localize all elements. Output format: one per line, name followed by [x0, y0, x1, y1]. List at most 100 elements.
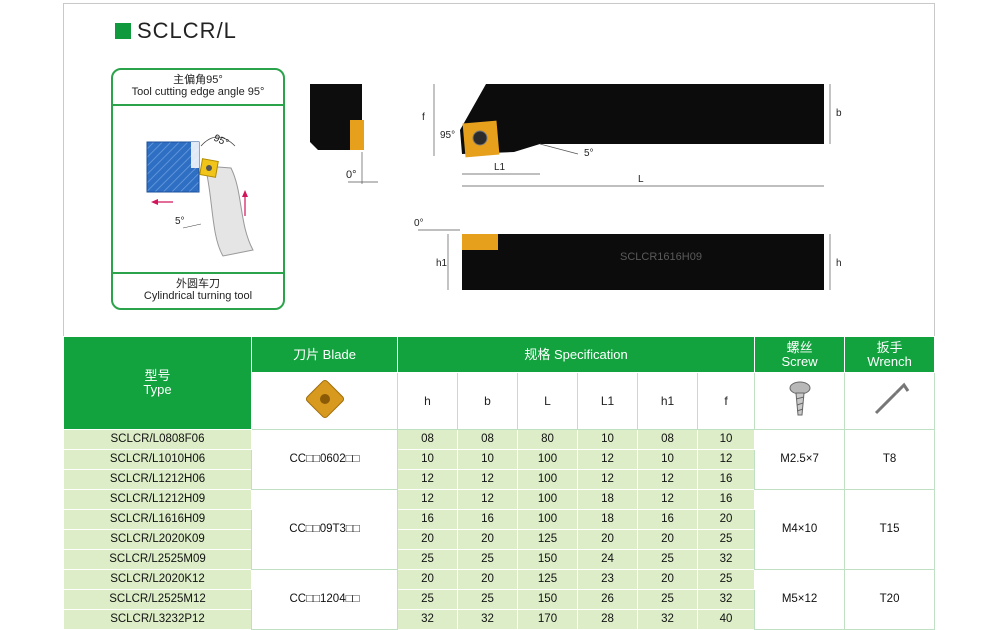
value-L: 125: [517, 529, 578, 550]
value-b: 32: [457, 609, 518, 630]
turning-diagram: 95° 5°: [146, 133, 254, 257]
screw-image-cell: [754, 372, 846, 430]
type-header-cn: 型号: [144, 368, 171, 383]
wrench-header-cn: 扳手: [876, 339, 903, 355]
value-h1: 10: [637, 449, 698, 470]
clearance-angle: 5°: [584, 148, 594, 159]
cutting-angle-inset: 主偏角95° Tool cutting edge angle 95° 95° 5…: [111, 68, 285, 310]
side-view-shank: [462, 234, 824, 290]
value-h1: 08: [637, 429, 698, 450]
inset-top-caption: 主偏角95° Tool cutting edge angle 95°: [113, 74, 283, 98]
inset-bottom-cn: 外圆车刀: [176, 278, 220, 290]
table-subheader-row: h b L L1 h1 f: [64, 372, 936, 430]
value-L1: 28: [577, 609, 638, 630]
inset-side-angle: 5°: [175, 216, 185, 227]
inset-divider-top: [113, 104, 283, 106]
value-f: 32: [696, 589, 756, 610]
blade-image-cell: [251, 372, 398, 430]
product-title-text: SCLCR/L: [137, 18, 237, 43]
value-L1: 23: [577, 569, 638, 590]
col-b-header: b: [457, 372, 518, 430]
inset-top-en: Tool cutting edge angle 95°: [131, 86, 265, 98]
value-h1: 20: [637, 529, 698, 550]
value-h: 25: [397, 589, 458, 610]
type-cell: SCLCR/L2020K09: [63, 529, 252, 550]
type-header: 型号 Type: [63, 336, 252, 430]
col-h1-header: h1: [637, 372, 698, 430]
value-h: 20: [397, 529, 458, 550]
inset-bottom-en: Cylindrical turning tool: [143, 290, 253, 302]
end-view-shank: [310, 84, 362, 150]
value-b: 25: [457, 549, 518, 570]
side-view-insert: [462, 234, 498, 250]
value-L: 150: [517, 589, 578, 610]
value-h: 25: [397, 549, 458, 570]
value-L: 100: [517, 509, 578, 530]
end-view-insert: [350, 120, 364, 150]
type-cell: SCLCR/L2525M09: [63, 549, 252, 570]
value-L: 125: [517, 569, 578, 590]
inset-bottom-caption: 外圆车刀 Cylindrical turning tool: [113, 278, 283, 302]
head-angle-label: 95°: [440, 130, 455, 141]
value-L: 170: [517, 609, 578, 630]
value-b: 16: [457, 509, 518, 530]
dim-h-label: h: [836, 258, 842, 269]
blade-cell: CC□□1204□□: [251, 569, 398, 630]
value-L: 80: [517, 429, 578, 450]
dim-f-label: f: [422, 112, 425, 123]
wrench-cell: T15: [844, 489, 936, 570]
value-h1: 20: [637, 569, 698, 590]
value-h1: 16: [637, 509, 698, 530]
value-b: 20: [457, 529, 518, 550]
value-L1: 26: [577, 589, 638, 610]
side-view-angle: 0°: [414, 218, 424, 229]
top-view-shank: [460, 84, 824, 154]
value-f: 16: [696, 469, 756, 490]
value-f: 16: [696, 489, 756, 510]
value-h1: 12: [637, 469, 698, 490]
value-h: 10: [397, 449, 458, 470]
value-f: 10: [696, 429, 756, 450]
spec-header: 规格 Specification: [396, 336, 756, 373]
value-h1: 25: [637, 549, 698, 570]
value-h: 12: [397, 489, 458, 510]
value-f: 25: [696, 529, 756, 550]
top-view-screw-icon: [472, 130, 488, 146]
value-b: 10: [457, 449, 518, 470]
dim-h1-label: h1: [436, 258, 448, 269]
value-L: 150: [517, 549, 578, 570]
value-b: 20: [457, 569, 518, 590]
screw-header-en: Screw: [781, 353, 818, 369]
screw-header: 螺丝 Screw: [754, 336, 846, 373]
shank-marking: SCLCR1616H09: [620, 251, 702, 263]
type-cell: SCLCR/L1010H06: [63, 449, 252, 470]
value-L1: 12: [577, 469, 638, 490]
specification-table: 型号 Type 刀片 Blade 规格 Specification 螺丝 Scr…: [63, 336, 936, 630]
end-view-angle: 0°: [346, 169, 357, 181]
value-f: 12: [696, 449, 756, 470]
table-row: SCLCR/L1616H09 16 16 100 18 16 20: [63, 509, 935, 530]
value-h: 20: [397, 569, 458, 590]
col-h-header: h: [397, 372, 458, 430]
type-cell: SCLCR/L2020K12: [63, 569, 252, 590]
value-f: 25: [696, 569, 756, 590]
side-angle-line: [182, 223, 202, 229]
insert-screw-icon: [206, 165, 212, 171]
feed-arrow-head-left: [151, 199, 158, 205]
type-header-en: Type: [143, 382, 172, 397]
inset-angle-label: 95°: [212, 133, 230, 149]
value-L1: 10: [577, 429, 638, 450]
value-f: 40: [696, 609, 756, 630]
screw-cell: M5×12: [754, 569, 846, 630]
table-row: SCLCR/L2525M12 25 25 150 26 25 32: [63, 589, 935, 610]
tool-drawing: 0° f 95° b 5° L1 L SCLCR1616H09 0° h1 h: [310, 84, 842, 290]
value-h: 08: [397, 429, 458, 450]
angle-arc: [200, 136, 236, 147]
value-L1: 18: [577, 489, 638, 510]
value-L1: 12: [577, 449, 638, 470]
value-h: 16: [397, 509, 458, 530]
type-cell: SCLCR/L1616H09: [63, 509, 252, 530]
wrench-cell: T20: [844, 569, 936, 630]
inset-divider-bottom: [113, 272, 283, 274]
value-L: 100: [517, 489, 578, 510]
